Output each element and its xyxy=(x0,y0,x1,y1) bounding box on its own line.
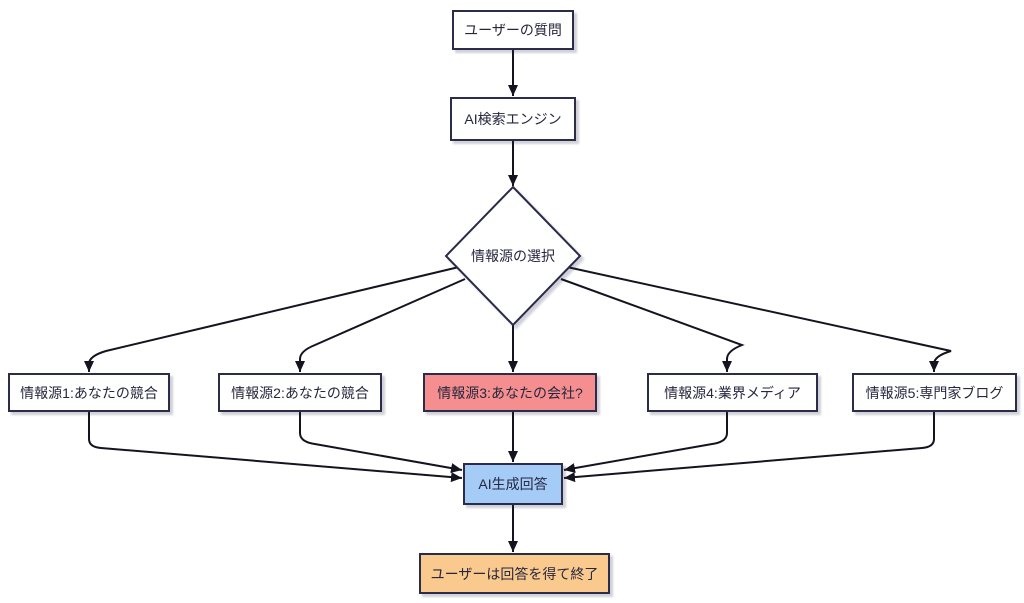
node-source2-label: 情報源2:あなたの競合 xyxy=(231,384,369,401)
edge-decision-to-source4 xyxy=(560,278,745,372)
node-source5: 情報源5:専門家ブログ xyxy=(852,373,1017,412)
node-source1-label: 情報源1:あなたの競合 xyxy=(20,384,158,401)
node-decision-shape xyxy=(444,185,582,327)
node-source4-label: 情報源4:業界メディア xyxy=(664,384,801,401)
node-answer: AI生成回答 xyxy=(463,463,563,505)
node-source3-label: 情報源3:あなたの会社? xyxy=(437,384,583,401)
edge-source5-to-answer xyxy=(563,412,935,483)
node-source4: 情報源4:業界メディア xyxy=(647,373,818,412)
node-source3: 情報源3:あなたの会社? xyxy=(423,373,597,412)
node-source2: 情報源2:あなたの競合 xyxy=(218,373,382,412)
node-decision: 情報源の選択 xyxy=(453,236,573,276)
node-engine: AI検索エンジン xyxy=(450,97,576,141)
node-decision-label: 情報源の選択 xyxy=(471,248,555,264)
node-engine-label: AI検索エンジン xyxy=(464,111,562,127)
edge-source4-to-answer xyxy=(563,412,728,474)
edge-source1-to-answer xyxy=(88,412,463,483)
node-source5-label: 情報源5:専門家ブログ xyxy=(865,384,1004,401)
node-answer-label: AI生成回答 xyxy=(478,476,548,492)
node-question: ユーザーの質問 xyxy=(452,10,574,50)
edge-decision-to-source2 xyxy=(295,278,466,372)
node-question-label: ユーザーの質問 xyxy=(464,22,562,38)
edge-decision-to-source1 xyxy=(84,266,460,372)
edge-source2-to-answer xyxy=(299,412,463,474)
edge-decision-to-source5 xyxy=(566,266,952,372)
node-source1: 情報源1:あなたの競合 xyxy=(8,373,170,412)
node-end: ユーザーは回答を得て終了 xyxy=(419,553,610,594)
node-end-label: ユーザーは回答を得て終了 xyxy=(430,565,599,582)
